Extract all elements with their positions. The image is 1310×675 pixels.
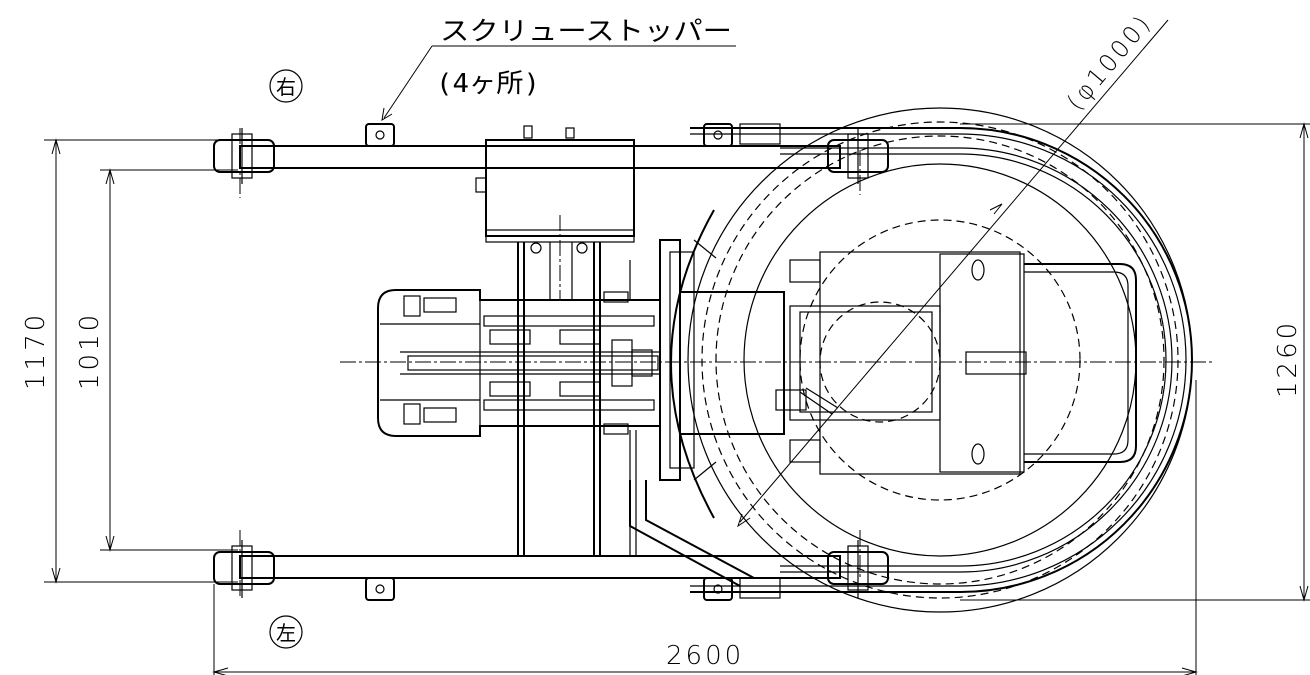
diagonal-strut — [629, 480, 755, 587]
callout-screw-stopper: スクリューストッパー — [440, 17, 732, 47]
dim-overall-length — [212, 380, 1198, 675]
diameter-leader — [737, 19, 1169, 528]
diameter-label: (φ1000) — [1061, 9, 1157, 116]
support-rods — [517, 242, 637, 556]
caster-bottom-left — [213, 540, 275, 598]
rotation-circles — [687, 107, 1193, 613]
dim-overall-height — [960, 122, 1310, 602]
bottom-rail — [239, 555, 841, 579]
dim-overall-height-label: 1260 — [1273, 320, 1303, 398]
callout-leader — [381, 45, 736, 121]
top-rail — [239, 145, 841, 169]
screw-stopper-tabs — [365, 123, 781, 601]
caster-top-right — [827, 128, 889, 184]
dim-outer-width-label: 1170 — [21, 312, 51, 390]
right-marker-label: 右 — [276, 75, 296, 99]
left-marker-label: 左 — [276, 621, 296, 645]
center-lines — [239, 128, 1215, 598]
dim-inner-width-label: 1010 — [75, 312, 105, 390]
callout-count: (4ヶ所) — [436, 69, 540, 99]
dim-outer-width — [44, 138, 238, 584]
dim-inner-width — [100, 168, 238, 552]
caster-top-left — [213, 128, 275, 184]
dim-overall-length-label: 2600 — [666, 641, 744, 671]
front-frame — [659, 209, 1137, 519]
right-marker — [269, 69, 303, 103]
left-marker — [269, 615, 303, 649]
top-box — [475, 125, 635, 243]
